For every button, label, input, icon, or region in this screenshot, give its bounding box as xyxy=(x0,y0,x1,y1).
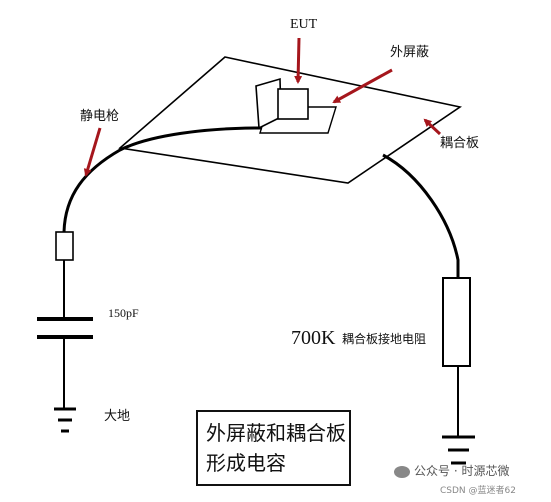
caption-box: 外屏蔽和耦合板 形成电容 xyxy=(196,410,351,486)
coupling-plane-arrow xyxy=(423,118,442,136)
wechat-icon xyxy=(394,465,410,478)
capacitance-label: 150pF xyxy=(108,306,139,320)
esd-gun-arrow xyxy=(83,127,102,177)
bleed-resistor xyxy=(442,277,471,367)
esd-gun-label: 静电枪 xyxy=(80,109,120,124)
csdn-watermark: CSDN @蓝迷者62 xyxy=(440,486,516,496)
caption-line-2: 形成电容 xyxy=(206,451,286,475)
resistor-value-label: 700K xyxy=(291,327,336,349)
eut-arrow xyxy=(294,37,303,84)
eut-box xyxy=(277,88,309,120)
outer-shield-arrow xyxy=(332,68,393,104)
ground-label: 大地 xyxy=(104,409,131,424)
outer-shield-label: 外屏蔽 xyxy=(390,45,430,60)
coupling-plane-label: 耦合板 xyxy=(440,136,480,151)
ground-symbol-right xyxy=(442,435,475,465)
eut-label: EUT xyxy=(290,17,318,32)
watermark: 公众号 · 时源芯微 xyxy=(394,462,509,479)
esd-gun-cable xyxy=(62,126,263,233)
watermark-text: 公众号 · 时源芯微 xyxy=(414,464,510,478)
plane-to-resistor-wire xyxy=(382,153,460,278)
resistor-desc-label: 耦合板接地电阻 xyxy=(342,332,427,346)
caption-line-1: 外屏蔽和耦合板 xyxy=(206,421,346,445)
esd-gun-tip xyxy=(55,231,74,261)
ground-symbol-left xyxy=(54,407,76,433)
